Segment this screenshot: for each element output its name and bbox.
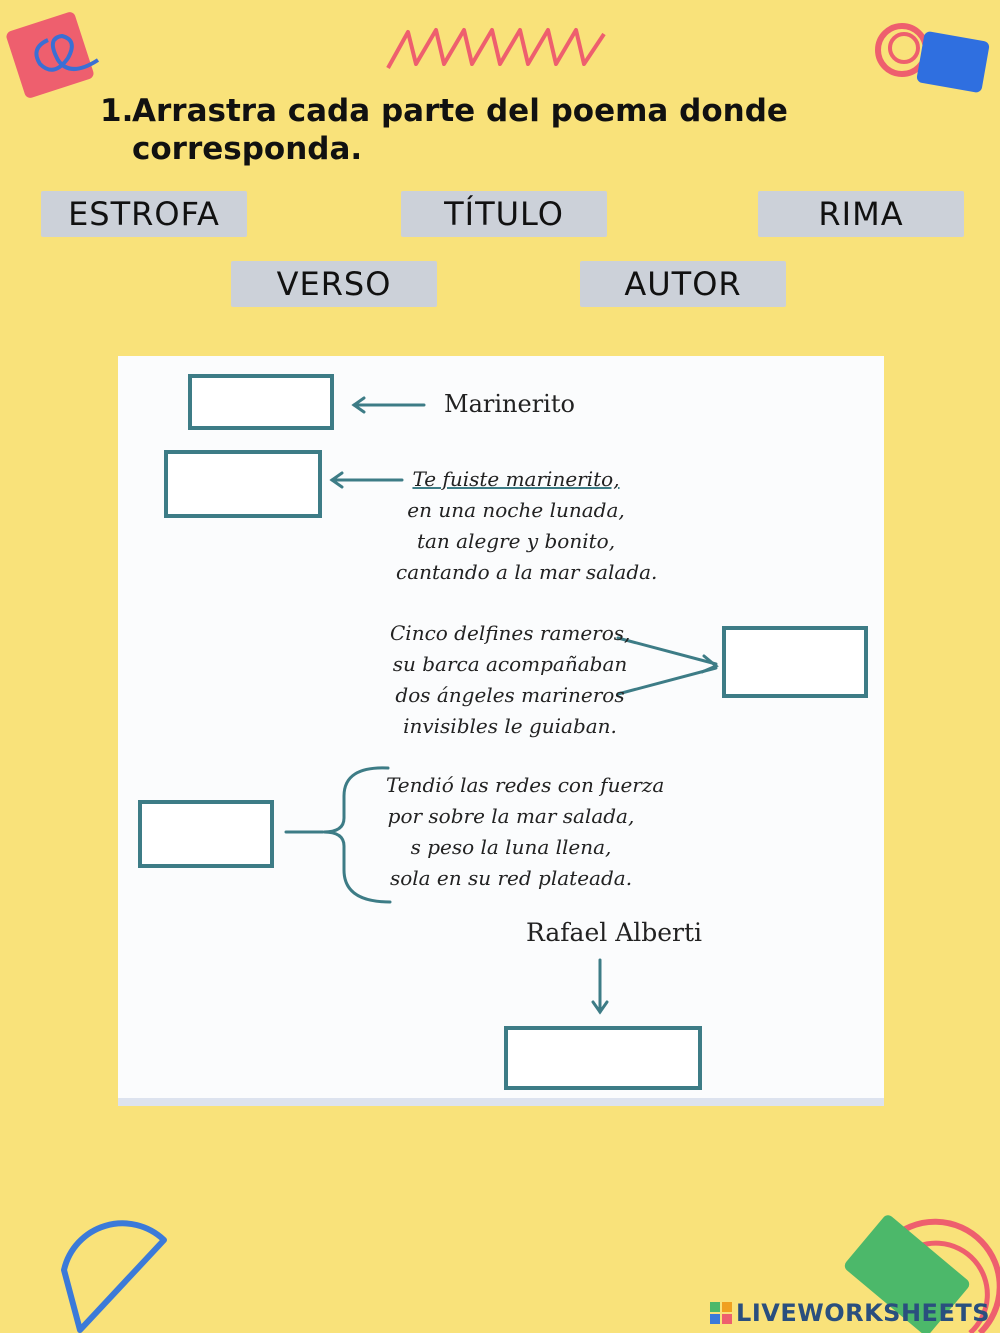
poem-verse: sola en su red plateada.: [389, 866, 633, 890]
drag-chip-rima[interactable]: RIMA: [758, 191, 964, 237]
poem-verse: por sobre la mar salada,: [387, 804, 635, 828]
poem-stanza-2: Cinco delfines rameros, su barca acompañ…: [390, 618, 630, 742]
poem-stanza-3: Tendió las redes con fuerza por sobre la…: [386, 770, 665, 894]
pink-blue-decoration: [875, 23, 990, 93]
poem-card: Marinerito Te fuiste marinerito, en una …: [118, 356, 884, 1106]
poem-title: Marinerito: [444, 390, 575, 418]
poem-arrows: [284, 396, 719, 1015]
drop-box-rhyme[interactable]: [722, 626, 868, 698]
pink-square-decoration: [6, 12, 100, 98]
poem-verse: en una noche lunada,: [407, 498, 625, 522]
poem-verse: Tendió las redes con fuerza: [386, 773, 665, 797]
poem-verse: su barca acompañaban: [392, 652, 628, 676]
instruction-number: 1.: [100, 93, 134, 129]
arrow-rhyme-2: [616, 666, 718, 696]
instruction-text: Arrastra cada parte del poema donde corr…: [132, 93, 788, 167]
poem-verse: Te fuiste marinerito,: [412, 467, 620, 491]
poem-verse: Cinco delfines rameros,: [390, 621, 631, 645]
arrow-rhyme-1: [616, 636, 718, 666]
drop-box-title[interactable]: [188, 374, 334, 430]
poem-stanza-1: Te fuiste marinerito, en una noche lunad…: [396, 464, 658, 588]
card-bottom-border: [118, 1098, 884, 1106]
drag-chip-titulo[interactable]: TÍTULO: [401, 191, 607, 237]
green-pink-decoration: [844, 1215, 1000, 1333]
poem-verse: invisibles le guiaban.: [403, 714, 617, 738]
drop-box-verse[interactable]: [164, 450, 322, 518]
zigzag-decoration: [386, 28, 606, 69]
poem-verse: tan alegre y bonito,: [416, 529, 616, 553]
drag-chip-estrofa[interactable]: ESTROFA: [41, 191, 247, 237]
instruction: 1. Arrastra cada parte del poema donde c…: [100, 92, 820, 168]
drop-box-stanza[interactable]: [138, 800, 274, 868]
drag-chip-verso[interactable]: VERSO: [231, 261, 437, 307]
blue-quarter-circle-decoration: [61, 1220, 167, 1333]
brand-name: LIVEWORKSHEETS: [736, 1299, 990, 1327]
liveworksheets-logo-icon: [710, 1302, 733, 1324]
poem-verse: s peso la luna llena,: [410, 835, 612, 859]
poem-verse: cantando a la mar salada.: [396, 560, 658, 584]
poem-author: Rafael Alberti: [526, 918, 703, 947]
poem-verse: dos ángeles marineros: [395, 683, 625, 707]
drag-chip-autor[interactable]: AUTOR: [580, 261, 786, 307]
drop-box-author[interactable]: [504, 1026, 702, 1090]
brand-logo: LIVEWORKSHEETS: [710, 1299, 990, 1327]
